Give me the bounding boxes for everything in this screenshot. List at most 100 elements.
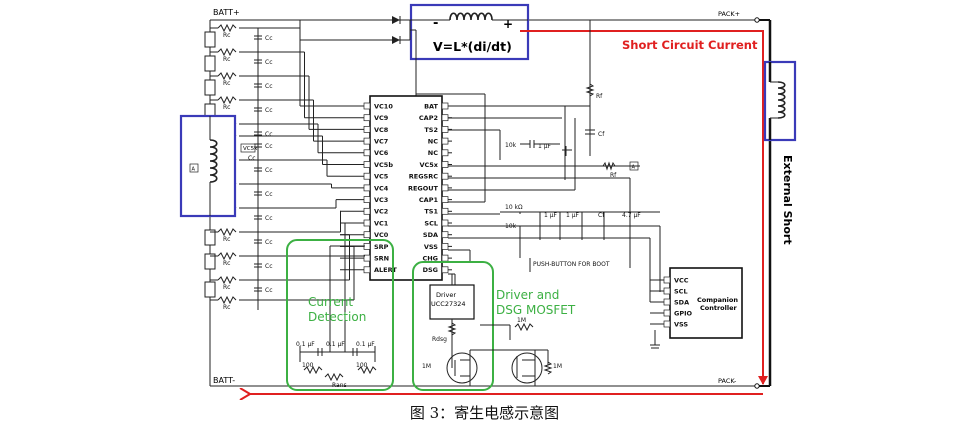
- battery-cell: [204, 229, 216, 246]
- rc-label: Rc: [223, 284, 230, 291]
- cap-4-7uf-label: 4.7 µF: [622, 212, 641, 219]
- a-tag-right: A: [632, 165, 636, 171]
- cc-label: Cc: [265, 83, 273, 90]
- ic-left-pin-box: [363, 266, 371, 274]
- ic-left-pin-label: VC2: [374, 208, 388, 216]
- ic-right-pin-box: [441, 126, 449, 133]
- res-1m-a-label: 1M: [422, 363, 431, 370]
- cc-label: Cc: [265, 239, 273, 246]
- inductor-plus-sign: +: [503, 17, 513, 31]
- cap-1uf-a-label: 1 µF: [544, 212, 558, 219]
- ic-left-pin-box: [363, 196, 371, 203]
- ic-right-pin-label: SDA: [423, 231, 438, 239]
- ic-left-pin-label: SRN: [374, 255, 389, 263]
- ts2-therm-label: 10k: [505, 142, 517, 149]
- cap2-1uf-label: 1 µF: [538, 143, 552, 150]
- ic-right-pin-label: TS1: [424, 208, 438, 216]
- res-1m-b-label: 1M: [553, 363, 562, 370]
- cap-0-1uf-c-label: 0.1 µF: [356, 341, 375, 348]
- companion-pin-box: [663, 276, 671, 284]
- short-circuit-path-top: [520, 30, 768, 385]
- ic-left-pin-box: [363, 137, 371, 145]
- ic-right-pin-box: [441, 184, 449, 192]
- ic-left-pin-label: VC5: [374, 173, 389, 181]
- ic-right-pin-box: [441, 266, 449, 274]
- rc-label: Rc: [223, 56, 230, 63]
- rc-resistor: [217, 275, 237, 285]
- ic-left-pin-box: [363, 219, 371, 227]
- batt-neg-label: BATT-: [213, 376, 235, 385]
- monitor-ic: VC10VC9VC8VC7VC6VC5bVC5VC4VC3VC2VC1VC0SR…: [340, 95, 452, 281]
- ic-left-pin-label: VC0: [374, 231, 389, 239]
- rc-resistor: [217, 47, 237, 57]
- cf-label-top: Cf: [598, 131, 605, 138]
- driver-label-1: Driver: [436, 291, 456, 299]
- ic-left-pin-label: VC8: [374, 126, 389, 134]
- batt-pos-rail: [210, 17, 770, 23]
- ic-right-pin-label: CAP1: [419, 196, 439, 204]
- ic-right-pin-box: [441, 254, 449, 262]
- cap-0-1uf-b-label: 0.1 µF: [326, 341, 345, 348]
- ic-left-pin-label: VC7: [374, 138, 388, 146]
- inductor-equation: V=L*(di/dt): [433, 39, 512, 54]
- companion-wiring: [620, 165, 661, 349]
- ic-left-pin-label: SRP: [374, 243, 389, 251]
- cc-label: Cc: [265, 143, 273, 150]
- ic-right-pin-label: BAT: [424, 102, 438, 110]
- current-detection-label-2: Detection: [308, 310, 366, 324]
- battery-cell: [204, 31, 216, 48]
- rans-label: Rans: [332, 382, 347, 389]
- battery-cell: [204, 281, 216, 298]
- ic-left-pin-box: [363, 231, 371, 239]
- ic-left-pin-label: VC6: [374, 149, 389, 157]
- rc-label: Rc: [223, 104, 230, 111]
- ic-left-pin-box: [363, 172, 371, 180]
- cell-inductor-icon: [179, 114, 237, 218]
- push-button-label: PUSH-BUTTON FOR BOOT: [533, 261, 610, 268]
- rc-resistor: [217, 227, 237, 237]
- vc5x-tag: VC5x: [243, 146, 258, 152]
- ic-left-pin-box: [363, 254, 371, 262]
- ic-right-pin-label: NC: [428, 138, 438, 146]
- pack-neg-label: PACK-: [718, 377, 737, 385]
- rc-label: Rc: [223, 80, 230, 87]
- ic-left-pin-label: VC4: [374, 184, 389, 192]
- ic-left-pin-label: VC3: [374, 196, 388, 204]
- ic-left-pin-label: ALERT: [374, 266, 397, 274]
- ic-right-pin-label: CHG: [422, 255, 438, 263]
- ic-right-network: [416, 20, 660, 286]
- ic-left-pin-box: [363, 126, 371, 133]
- driver-mosfet-label-1: Driver and: [496, 288, 559, 302]
- ic-left-pin-label: VC1: [374, 219, 389, 227]
- ic-left-pin-box: [363, 102, 371, 110]
- ic-left-pin-label: VC5b: [374, 161, 393, 169]
- battery-cell: [204, 253, 216, 270]
- ic-left-pin-box: [363, 207, 371, 215]
- rc-resistor: [217, 71, 237, 81]
- external-inductor-icon: [763, 60, 797, 142]
- vc5x-tag-box: [240, 143, 256, 153]
- current-detection-block: [286, 239, 394, 391]
- ts1-therm-label: 10k: [505, 223, 517, 230]
- battery-cell: [204, 55, 216, 72]
- res-1m-c-label: 1M: [517, 317, 526, 324]
- rc-resistor: [217, 23, 237, 33]
- ic-right-pin-label: VC5x: [419, 161, 438, 169]
- companion-pin-label: VSS: [674, 320, 688, 328]
- driver-label-2: UCC27324: [431, 300, 466, 308]
- ic-right-pin-label: SCL: [424, 219, 438, 227]
- rc-label: Rc: [223, 260, 230, 267]
- current-detection-label-1: Current: [308, 295, 353, 309]
- ic-left-pin-box: [363, 161, 371, 168]
- ic-right-pin-label: TS2: [424, 126, 438, 134]
- companion-pin-box: [663, 320, 671, 328]
- external-short-label: External Short: [781, 155, 794, 245]
- ic-right-pin-label: DSG: [423, 266, 438, 274]
- cc-label: Cc: [265, 215, 273, 222]
- battery-cell: [204, 79, 216, 96]
- companion-pin-box: [663, 309, 671, 317]
- ic-right-pin-box: [441, 114, 449, 122]
- driver-mosfet-block: [412, 261, 553, 391]
- companion-pin-label: SDA: [674, 298, 689, 306]
- rdsg-label: Rdsg: [432, 336, 447, 343]
